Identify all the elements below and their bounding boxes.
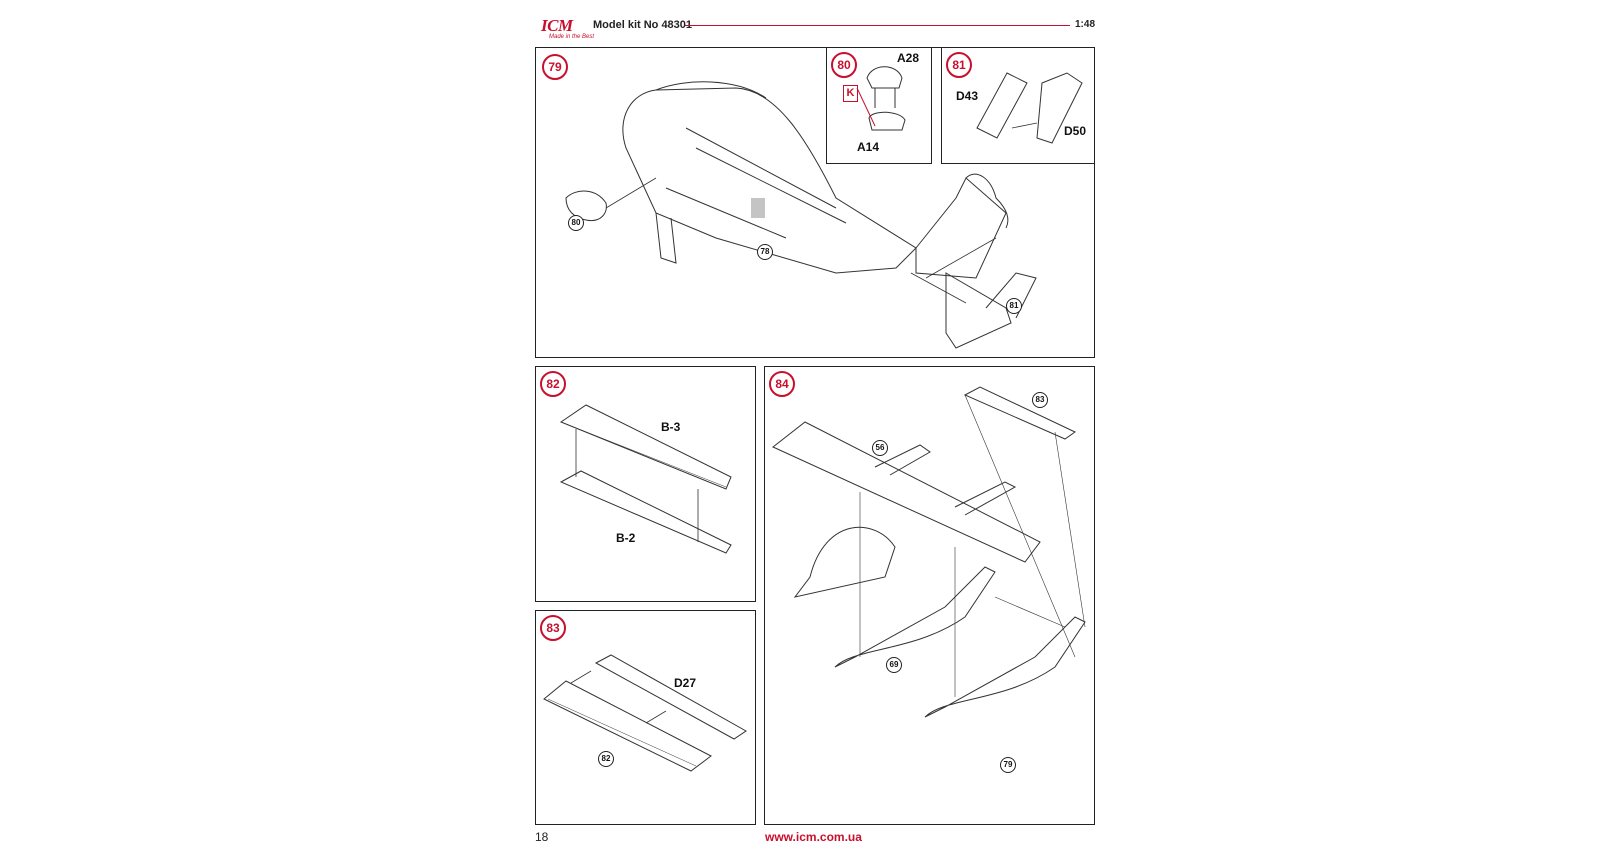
final-assembly-drawing — [772, 386, 1086, 718]
k-marker: K — [843, 85, 858, 102]
part-d27-label: D27 — [674, 676, 697, 690]
step-83-panel: 83 D27 82 — [535, 610, 756, 825]
logo-tagline: Made in the Best — [549, 34, 595, 40]
step-84-number: 84 — [769, 371, 795, 397]
step-80-number: 80 — [831, 52, 857, 78]
header-rule — [685, 25, 1070, 26]
part-b3-b2-drawing — [559, 404, 732, 554]
step-82-number: 82 — [540, 371, 566, 397]
part-a28-a14-drawing — [856, 66, 906, 131]
part-a28-label: A28 — [897, 51, 920, 65]
part-a14-label: A14 — [857, 140, 880, 154]
ref-56: 56 — [872, 440, 888, 456]
ref-80: 80 — [568, 215, 584, 231]
step-79-number: 79 — [542, 54, 568, 80]
ref-83: 83 — [1032, 392, 1048, 408]
ref-69: 69 — [886, 657, 902, 673]
ref-82: 82 — [598, 751, 614, 767]
ref-79: 79 — [1000, 757, 1016, 773]
step-81-panel: 81 D43 D50 — [941, 47, 1095, 164]
step-80-panel: 80 A28 K A14 — [826, 47, 932, 164]
step-83-number: 83 — [540, 615, 566, 641]
kit-title: Model kit No 48301 — [593, 19, 693, 31]
page-header: ICM Made in the Best Model kit No 48301 … — [535, 14, 1095, 40]
part-b2-label: B-2 — [616, 531, 636, 545]
part-d50-label: D50 — [1064, 124, 1087, 138]
icm-logo: ICM Made in the Best — [535, 14, 597, 44]
scale-label: 1:48 — [1074, 19, 1095, 30]
part-d43-d50-drawing — [976, 72, 1083, 144]
ref-81: 81 — [1006, 298, 1022, 314]
step-82-panel: 82 B-3 B-2 — [535, 366, 756, 602]
part-d27-drawing — [543, 654, 747, 772]
part-d43-label: D43 — [956, 89, 979, 103]
fuselage-drawing — [565, 81, 1037, 349]
ref-78: 78 — [757, 244, 773, 260]
logo-brand: ICM — [541, 16, 573, 35]
part-b3-label: B-3 — [661, 420, 681, 434]
step-84-panel: 84 83 56 69 79 — [764, 366, 1095, 825]
step-81-number: 81 — [946, 52, 972, 78]
website-link[interactable]: www.icm.com.ua — [765, 830, 862, 844]
page-number: 18 — [535, 830, 549, 844]
